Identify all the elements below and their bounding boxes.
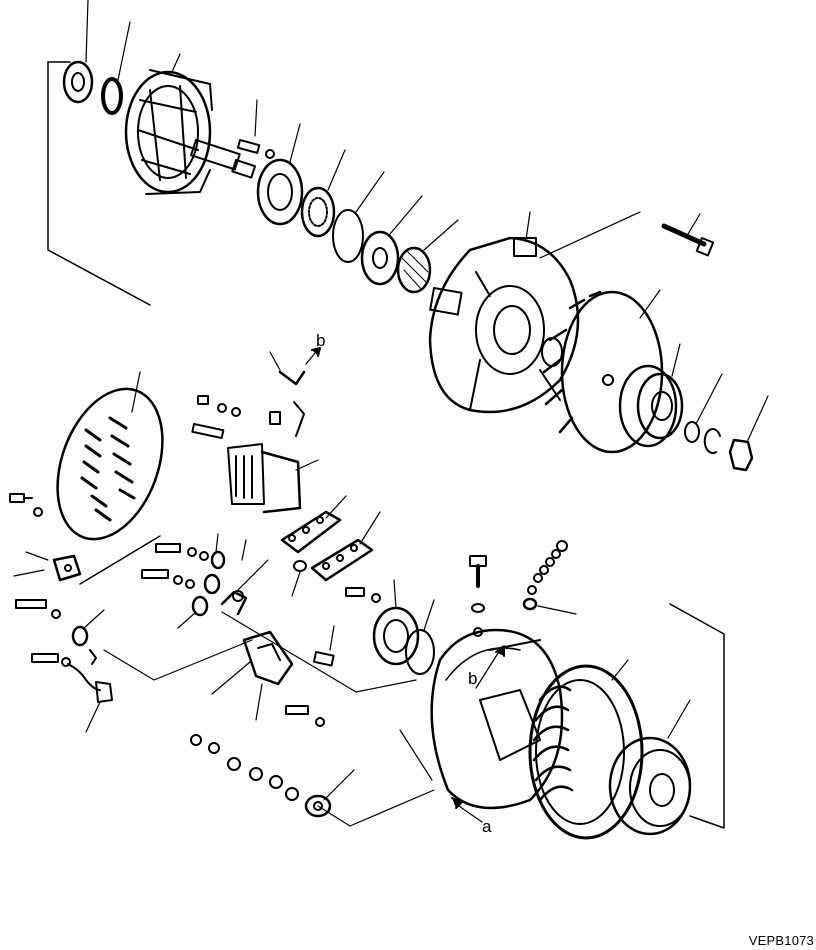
clip-b: [269, 351, 306, 437]
washer: [101, 21, 131, 115]
assembly-bracket-middle: [79, 535, 161, 585]
o-ring-lower: [405, 599, 435, 675]
pulley-nut: [728, 395, 769, 472]
cover-screw: [9, 493, 43, 517]
o-ring-upper: [332, 171, 385, 263]
regulator: [211, 630, 294, 721]
slip-ring: [372, 579, 420, 666]
rotor-with-shaft: [124, 53, 257, 195]
brush-holder: [227, 443, 319, 514]
bearing-retainer: [360, 195, 423, 286]
lead-wire: [67, 649, 155, 733]
rectifier-plate-2: [310, 511, 381, 582]
front-housing: [428, 211, 641, 414]
retainer-plate: [256, 123, 304, 226]
mount-screw: [345, 587, 381, 603]
stator: [528, 659, 644, 840]
pulley-lower: [608, 699, 692, 836]
screw-row-1: [155, 533, 226, 570]
callout-a-arrow: [451, 797, 483, 823]
assembly-bracket-upper: [47, 61, 151, 306]
diode: [291, 560, 307, 597]
callout-b-upper-label: b: [316, 331, 325, 350]
housing-bolt: [469, 555, 487, 637]
screw-row-4: [31, 653, 71, 667]
rear-cover: [56, 371, 164, 541]
front-bearing: [62, 0, 94, 104]
rear-housing: [399, 628, 564, 810]
assembly-bracket-lower: [221, 611, 417, 693]
screw-nut-small: [236, 99, 275, 159]
terminal-nut: [304, 769, 355, 818]
bushing: [177, 595, 209, 629]
callout-a-label: a: [482, 817, 492, 836]
terminal-screws: [191, 395, 241, 440]
screw-row-3: [15, 599, 105, 647]
rear-bearing: [300, 149, 346, 238]
diode-connector: [13, 551, 82, 582]
spring-stack: [522, 540, 577, 615]
callout-b-lower-label: b: [468, 669, 477, 688]
assembly-bracket-bottom: [317, 789, 435, 827]
needle-bearing: [396, 219, 459, 294]
screw-row-2: [141, 539, 247, 602]
pulley-washer: [684, 373, 723, 443]
figure-code: VEPB1073: [748, 933, 814, 948]
wiring-bracket: [220, 559, 269, 616]
rectifier-plate-1: [280, 495, 347, 554]
callout-b-upper-arrow: [305, 347, 321, 365]
regulator-screw: [312, 625, 335, 667]
pulley-upper: [618, 343, 684, 448]
assembly-bracket-right: [669, 603, 725, 829]
assembly-bracket-line: [153, 639, 253, 681]
callout-b-lower-arrow: [475, 645, 505, 689]
through-bolt: [661, 213, 715, 257]
housing-screw: [285, 705, 325, 727]
washer-set: [190, 734, 299, 801]
lock-washer: [703, 428, 721, 455]
